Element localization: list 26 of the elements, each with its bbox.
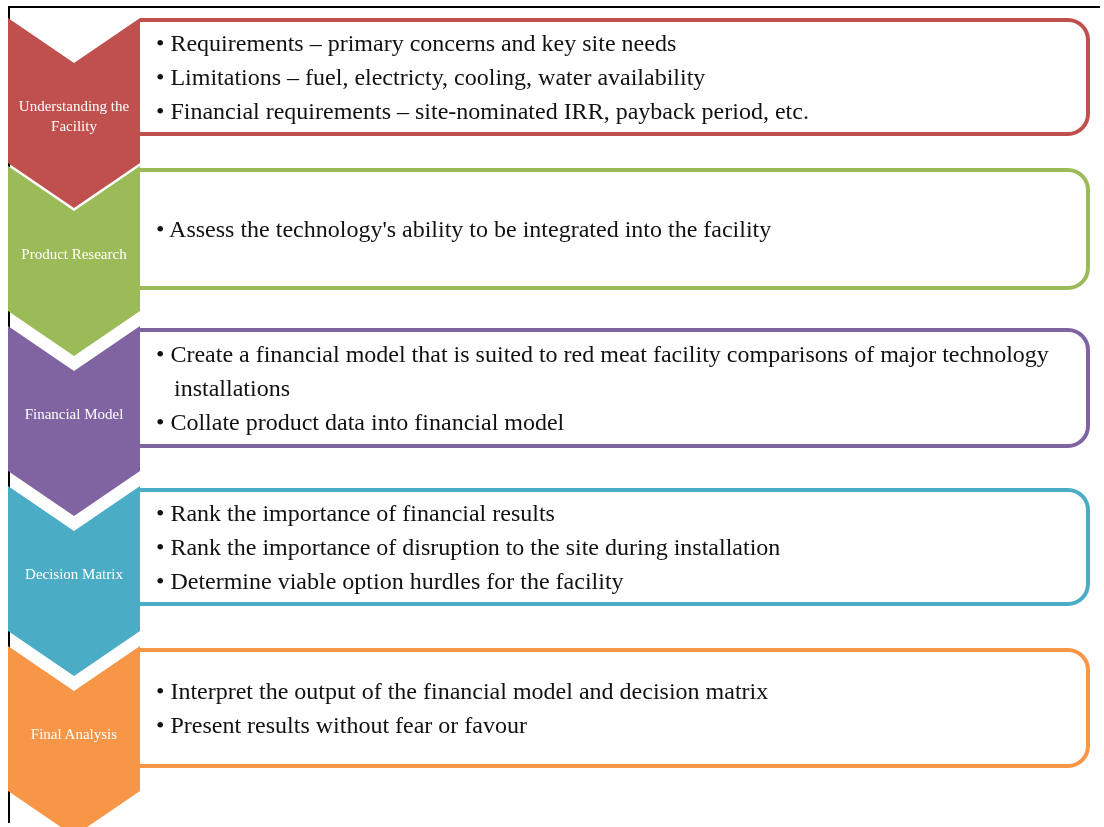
bullet-text: • Rank the importance of financial results <box>156 499 556 528</box>
bullet-text: • Determine viable option hurdles for the facility <box>156 567 625 596</box>
bullet-text: • Collate product data into financial model <box>156 408 566 437</box>
step-title: Decision Matrix <box>24 565 124 584</box>
content-box <box>140 648 1090 768</box>
bullet-text: • Requirements – primary concerns and key site needs <box>156 29 678 58</box>
bullet-text: • Limitations – fuel, electricty, cooling, water availability <box>156 63 707 92</box>
bullet-text: • Financial requirements – site-nominated IRR, payback period, etc. <box>156 97 809 126</box>
step-title: Final Analysis <box>29 725 119 744</box>
step-title: Financial Model <box>23 405 125 424</box>
bullet-text: • Rank the importance of disruption to the site during installation <box>156 533 781 562</box>
bullet-text: • Interpret the output of the financial model and decision matrix <box>156 677 769 706</box>
chevron-shape <box>8 166 140 356</box>
chevron-shape <box>8 18 140 208</box>
bullet-text: • Create a financial model that is suited to red meat facility comparisons of major technology installations <box>156 340 1050 403</box>
content-box <box>140 168 1090 290</box>
chevron-shape <box>8 486 140 676</box>
content-box <box>140 488 1090 606</box>
content-box <box>140 328 1090 448</box>
step-title: Understanding the Facility <box>17 97 131 136</box>
chevron-shape <box>8 646 140 827</box>
bullet-text: • Assess the technology's ability to be integrated into the facility <box>156 215 772 244</box>
step-title: Product Research <box>20 245 128 264</box>
content-box <box>140 18 1090 136</box>
chevron-shape <box>8 326 140 516</box>
bullet-text: • Present results without fear or favour <box>156 711 528 740</box>
